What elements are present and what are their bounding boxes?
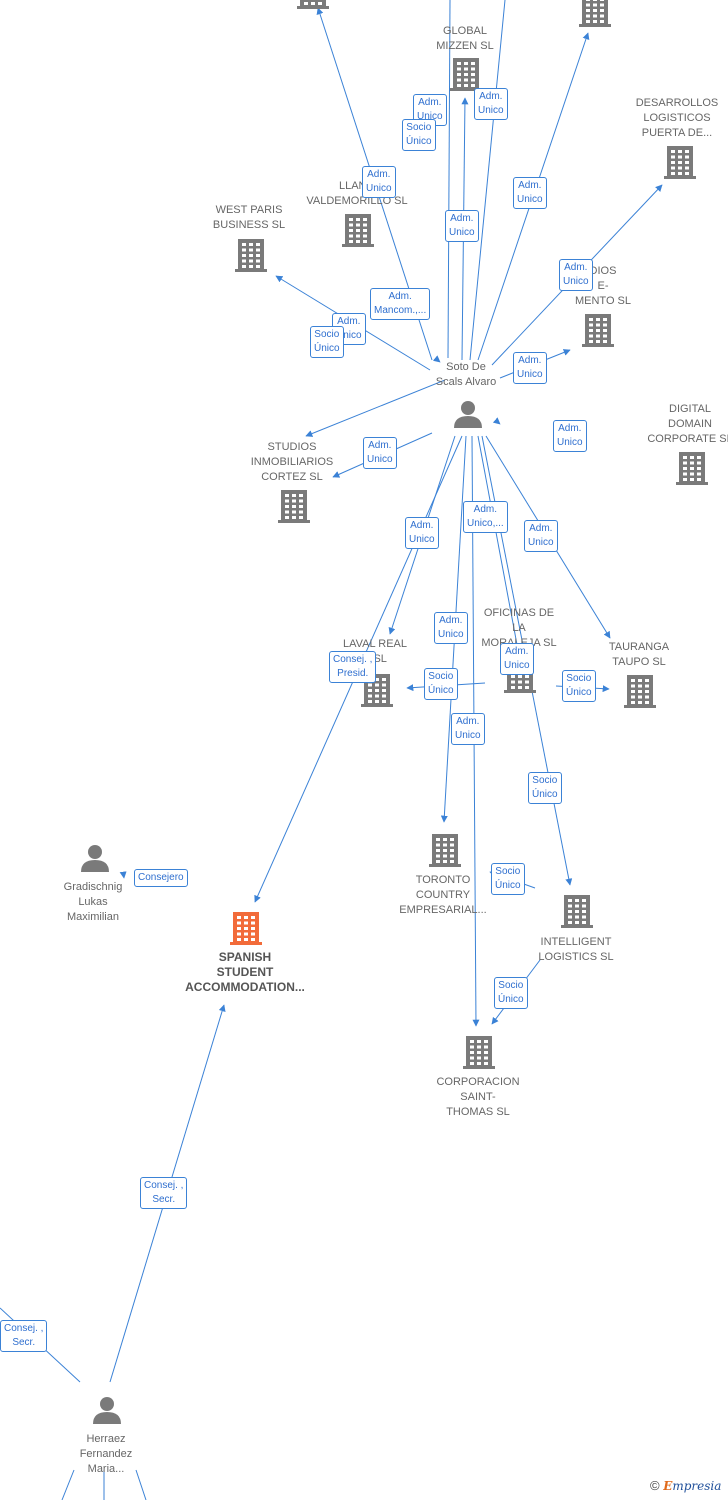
person-icon[interactable] <box>93 1397 121 1424</box>
edge-role-label: Consej. , Secr. <box>140 1177 188 1209</box>
edge-role-label: Socio Único <box>491 863 525 895</box>
node-label-digital[interactable]: DIGITAL DOMAIN CORPORATE SL <box>647 403 728 445</box>
edge-role-label: Socio Único <box>528 772 562 804</box>
relationship-edge <box>477 435 521 651</box>
building-icon[interactable] <box>579 0 611 27</box>
edge-role-label: Adm. Unico <box>559 259 593 291</box>
edge-role-label: Adm. Unico <box>513 177 547 209</box>
building-icon[interactable] <box>664 146 696 179</box>
building-icon[interactable] <box>676 452 708 485</box>
edge-role-label: Adm. Unico <box>474 88 508 120</box>
building-icon[interactable] <box>230 912 262 945</box>
edge-role-label: Adm. Unico <box>553 420 587 452</box>
edge-role-label: Socio Único <box>424 668 458 700</box>
edge-role-label: Socio Único <box>494 977 528 1009</box>
node-label-studios[interactable]: STUDIOS INMOBILIARIOS CORTEZ SL <box>250 441 334 483</box>
person-icon[interactable] <box>81 845 109 872</box>
building-icon[interactable] <box>429 834 461 867</box>
node-label-global[interactable]: GLOBAL MIZZEN SL <box>436 25 494 52</box>
edge-role-label: Socio Único <box>402 119 436 151</box>
edge-role-label: Adm. Unico <box>500 643 534 675</box>
edge-role-label: Adm. Mancom.,... <box>370 288 431 320</box>
building-icon[interactable] <box>342 214 374 247</box>
building-icon[interactable] <box>624 675 656 708</box>
edge-role-label: Adm. Unico <box>513 352 547 384</box>
edge-role-label: Consej. , Secr. <box>0 1320 48 1352</box>
building-icon[interactable] <box>463 1036 495 1069</box>
edge-role-label: Adm. Unico <box>363 437 397 469</box>
node-label-soto[interactable]: Soto De Scals Alvaro <box>435 361 497 388</box>
relationship-edge <box>447 0 451 359</box>
node-label-spanish[interactable]: SPANISH STUDENT ACCOMMODATION... <box>185 950 305 994</box>
person-icon[interactable] <box>454 401 482 428</box>
edge-role-label: Adm. Unico <box>362 166 396 198</box>
copyright-symbol: © <box>650 1478 660 1493</box>
node-label-estudios[interactable]: DIOS E- MENTO SL <box>574 265 632 307</box>
edge-role-label: Socio Único <box>310 326 344 358</box>
edge-role-label: Adm. Unico <box>434 612 468 644</box>
relationship-edge <box>61 1469 75 1500</box>
empresia-logo: Empresia <box>663 1479 722 1493</box>
building-icon[interactable] <box>235 239 267 272</box>
edge-role-label: Consejero <box>134 869 188 887</box>
node-label-desarrollos[interactable]: DESARROLLOS LOGISTICOS PUERTA DE... <box>635 97 719 139</box>
edge-role-label: Consej. , Presid. <box>329 651 377 683</box>
edge-role-label: Adm. Unico,... <box>463 501 508 533</box>
edge-role-label: Adm. Unico <box>405 517 439 549</box>
edge-role-label: Adm. Unico <box>445 210 479 242</box>
node-label-toronto[interactable]: TORONTO COUNTRY EMPRESARIAL... <box>399 874 487 916</box>
relationship-edge <box>469 0 506 361</box>
building-icon[interactable] <box>561 895 593 928</box>
node-label-herraez[interactable]: Herraez Fernandez Maria... <box>79 1433 133 1475</box>
building-icon[interactable] <box>297 0 329 9</box>
node-label-corporacion[interactable]: CORPORACION SAINT- THOMAS SL <box>436 1076 520 1118</box>
building-icon[interactable] <box>278 490 310 523</box>
node-label-intelligent[interactable]: INTELLIGENT LOGISTICS SL <box>538 936 614 963</box>
relationship-edge <box>135 1469 147 1500</box>
node-label-tauranga[interactable]: TAURANGA TAUPO SL <box>608 641 670 668</box>
edge-role-label: Socio Único <box>562 670 596 702</box>
node-label-gradischnig[interactable]: Gradischnig Lukas Maximilian <box>63 881 123 923</box>
node-label-westparis[interactable]: WEST PARIS BUSINESS SL <box>212 204 286 231</box>
footer-brand: © Empresia <box>650 1478 721 1493</box>
edge-role-label: Adm. Unico <box>451 713 485 745</box>
node-label-laval[interactable]: LAVAL REAL E SL <box>343 638 407 665</box>
edge-role-label: Adm. Unico <box>524 520 558 552</box>
building-icon[interactable] <box>450 58 482 91</box>
relationship-edge <box>305 379 446 437</box>
building-icon[interactable] <box>582 314 614 347</box>
